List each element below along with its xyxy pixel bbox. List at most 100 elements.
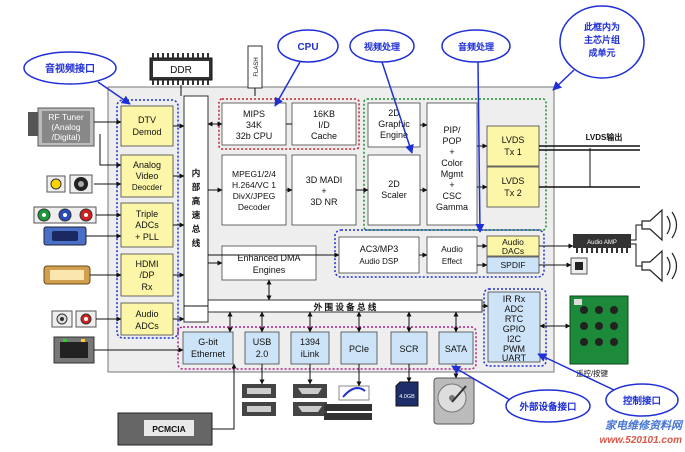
graphic-2d-label: 2D (388, 108, 400, 118)
madi-label-3: 3D NR (310, 197, 338, 207)
peripheral-group (177, 326, 477, 370)
scaler-2d-block (367, 154, 421, 226)
speaker-icon (641, 208, 678, 242)
triple-adcs-label-2: ADCs (135, 220, 159, 230)
pip-label-3: + (449, 147, 454, 157)
mpeg-label: MPEG1/2/4 (232, 169, 276, 179)
pip-label-8: Gamma (436, 202, 468, 212)
lvds-tx2-label-2: Tx 2 (504, 188, 522, 198)
callout-control-interface-label: 控制接口 (623, 395, 661, 407)
audio-rca-connectors (51, 310, 97, 328)
pip-label-4: Color (441, 158, 463, 168)
audio-dacs-label: Audio (502, 237, 524, 247)
cache-label-3: Cache (311, 131, 337, 141)
mips-label-3: 32b CPU (236, 131, 273, 141)
madi-label-2: + (321, 186, 326, 196)
mips-label: MIPS (243, 109, 265, 119)
av-interface-group (116, 99, 179, 339)
mpeg-label-3: DivX/JPEG (233, 191, 276, 201)
dtv-demod-label-2: Demod (132, 127, 161, 137)
audio-group (334, 229, 545, 278)
audio-dsp-label-2: Audio DSP (359, 257, 398, 266)
callout-chip-units-label-2: 主芯片组 (584, 34, 620, 45)
svg-text:部: 部 (192, 182, 201, 192)
callout-audio-processing: 音频处理 (441, 29, 511, 233)
lvds-tx1-label-2: Tx 1 (504, 147, 522, 157)
audio-effect-block (426, 236, 478, 274)
audio-dacs-label-2: DACs (502, 246, 524, 256)
cpu-group (218, 98, 360, 150)
keypad-label: 遥控/按键 (576, 368, 609, 378)
flash-label: FLASH (254, 57, 260, 76)
display-group (363, 98, 547, 231)
audio-amp-chip: Audio AMP (573, 234, 631, 253)
ddr-chip: DDR (149, 53, 213, 85)
scr-label: SCR (399, 344, 419, 354)
graphic-2d-label-2: Graphic (378, 119, 410, 129)
watermark-url: www.520101.com (600, 435, 683, 446)
analog-video-label-3: Deocder (132, 183, 163, 192)
uart-label: UART (502, 353, 527, 363)
watermark: 家电维修资料网 www.520101.com (600, 419, 684, 446)
callout-audio-processing-label: 音频处理 (458, 41, 494, 52)
audio-effect-label: Audio (441, 244, 463, 254)
cache-label: 16KB (313, 109, 335, 119)
usb-label: USB (253, 337, 272, 347)
control-block (487, 291, 541, 363)
callout-chip-units-label-3: 成单元 (588, 47, 615, 58)
svg-text:线: 线 (192, 238, 201, 248)
pip-label-6: + (449, 180, 454, 190)
pip-label-2: POP (442, 136, 461, 146)
lvds-tx1-label: LVDS (502, 135, 525, 145)
mips-label-2: 34K (246, 120, 262, 130)
rf-tuner: RF Tuner (Analog /Digital) (28, 107, 95, 147)
madi-label: 3D MADI (306, 175, 343, 185)
gbit-ethernet-block (182, 331, 234, 365)
dtv-demod-block (120, 105, 174, 147)
audio-dsp-block (338, 236, 420, 274)
spdif-label: SPDIF (500, 260, 525, 270)
audio-amp-label: Audio AMP (587, 240, 617, 246)
sd-card-icon: 4.0GB (395, 381, 419, 407)
svg-text:总: 总 (192, 224, 201, 234)
hard-disk-icon (433, 377, 475, 425)
pcie-label: PCIe (349, 344, 369, 354)
rtc-label: RTC (505, 314, 524, 324)
i2c-label: I2C (507, 334, 522, 344)
triple-adcs-label: Triple (136, 209, 158, 219)
rf-tuner-label-3: /Digital) (52, 132, 81, 142)
gbit-label-2: Ethernet (191, 349, 226, 359)
pwm-label: PWM (503, 344, 525, 354)
callout-peripheral-interface-label: 外部设备接口 (518, 401, 576, 413)
callout-cpu-label: CPU (297, 42, 318, 53)
internal-bus (183, 95, 209, 323)
ieee1394-label-2: iLink (301, 349, 320, 359)
scaler-label: 2D (388, 179, 400, 189)
hdmi-rx-block (120, 253, 174, 297)
hdmi-rx-label-3: Rx (142, 282, 153, 292)
callout-av-interface: 音视频接口 (23, 51, 131, 105)
pcmcia-card: PCMCIA (117, 412, 213, 446)
vga-connector (43, 226, 87, 246)
ir-rx-label: IR Rx (503, 294, 526, 304)
graphic-2d-label-3: Engine (380, 130, 408, 140)
lvds-tx1-block (486, 125, 540, 167)
hdmi-rx-label-2: /DP (139, 270, 154, 280)
hdmi-connector (43, 265, 91, 285)
svg-text:速: 速 (192, 210, 201, 220)
audio-adcs-label: Audio (135, 309, 158, 319)
pip-label-7: CSC (442, 191, 462, 201)
watermark-title: 家电维修资料网 (605, 419, 684, 432)
mips-cpu-block (221, 102, 287, 146)
dtv-demod-label: DTV (138, 115, 156, 125)
ethernet-jack (53, 336, 95, 364)
cache-block (291, 102, 357, 146)
pci-express-slot (324, 404, 372, 420)
callout-chip-units-label: 此框内为 (584, 21, 620, 32)
sata-label: SATA (445, 344, 467, 354)
gpio-label: GPIO (503, 324, 526, 334)
component-rca-connectors (33, 206, 97, 224)
callout-chip-units: 此框内为 主芯片组 成单元 (552, 5, 645, 91)
flash-chip: FLASH (247, 45, 263, 89)
